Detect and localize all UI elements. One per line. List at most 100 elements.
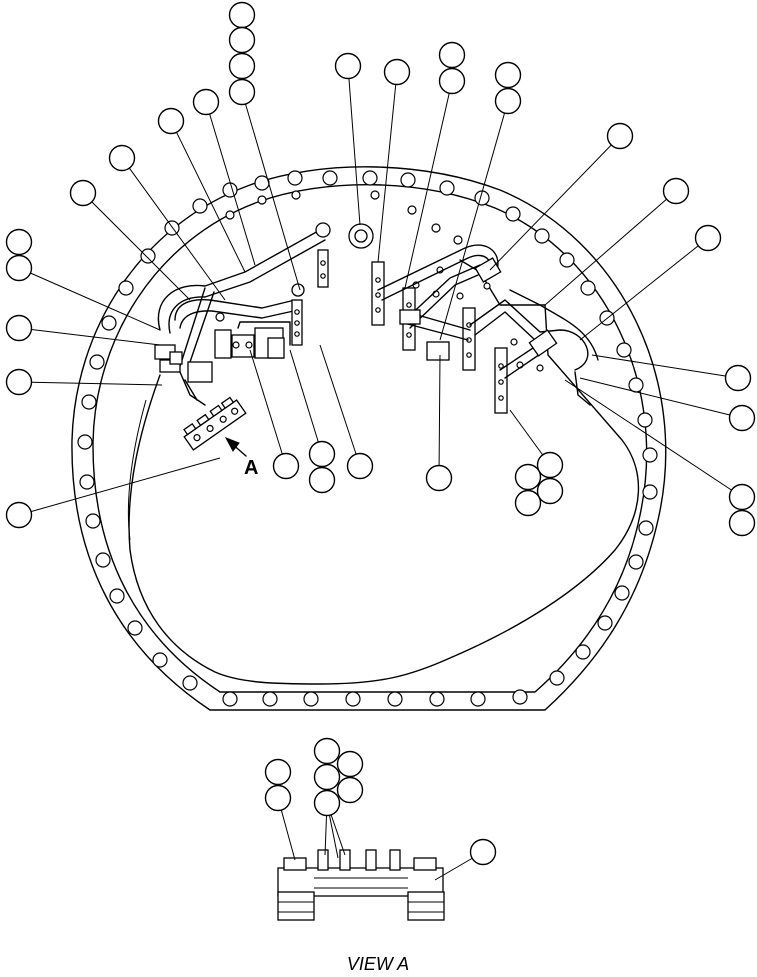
callout-balloon bbox=[694, 224, 722, 252]
bolt-hole bbox=[407, 205, 417, 215]
callout-balloon bbox=[346, 452, 374, 480]
leader-line bbox=[579, 377, 743, 419]
leader-line bbox=[377, 71, 398, 263]
bolt-hole bbox=[559, 252, 575, 268]
bolt-hole bbox=[109, 588, 125, 604]
callout-balloon bbox=[662, 177, 690, 205]
bolt-hole bbox=[101, 315, 117, 331]
bolt-hole bbox=[439, 180, 455, 196]
callout-balloon bbox=[192, 88, 220, 116]
callout-balloon bbox=[494, 87, 522, 115]
callout-balloon bbox=[308, 440, 336, 468]
callout-balloon bbox=[313, 789, 341, 817]
bolt-hole bbox=[345, 691, 361, 707]
leader-line bbox=[591, 354, 739, 379]
leader-line bbox=[404, 80, 453, 289]
leader-line bbox=[18, 457, 221, 516]
callout-balloon bbox=[228, 52, 256, 80]
view-a-caption: VIEW A bbox=[347, 954, 409, 972]
callout-balloon bbox=[5, 501, 33, 529]
bolt-hole bbox=[642, 484, 658, 500]
bolt-hole bbox=[222, 182, 238, 198]
bolt-hole bbox=[616, 342, 632, 358]
callout-balloon bbox=[728, 509, 756, 537]
terminal-posts bbox=[291, 222, 544, 414]
callout-balloon bbox=[272, 452, 300, 480]
leader-line bbox=[18, 327, 161, 346]
callout-balloon bbox=[469, 838, 497, 866]
flange-bolt-holes bbox=[77, 170, 658, 707]
callout-balloon bbox=[724, 364, 752, 392]
leader-line bbox=[121, 157, 226, 301]
leader-line bbox=[438, 354, 441, 479]
callout-balloon bbox=[536, 477, 564, 505]
leader-line bbox=[489, 135, 621, 271]
bolt-hole bbox=[118, 280, 134, 296]
callout-balloon bbox=[308, 466, 336, 494]
callout-balloon bbox=[514, 463, 542, 491]
bolt-hole bbox=[628, 377, 644, 393]
callout-balloon bbox=[5, 368, 33, 396]
bolt-hole bbox=[370, 190, 380, 200]
bolt-hole bbox=[580, 280, 596, 296]
callout-balloon bbox=[336, 750, 364, 778]
bolt-hole bbox=[642, 447, 658, 463]
view-a-detail: VIEW A bbox=[277, 849, 445, 974]
bolt-hole bbox=[512, 689, 528, 705]
bolt-hole bbox=[81, 394, 97, 410]
callout-balloon bbox=[157, 107, 185, 135]
bolt-hole bbox=[287, 170, 303, 186]
harness-right bbox=[377, 244, 599, 406]
callout-balloon bbox=[313, 737, 341, 765]
leader-line bbox=[170, 120, 246, 273]
bolt-hole bbox=[614, 585, 630, 601]
callout-balloon bbox=[425, 464, 453, 492]
bolt-hole bbox=[152, 652, 168, 668]
callout-balloon bbox=[313, 763, 341, 791]
callout-balloon bbox=[228, 26, 256, 54]
bolt-hole bbox=[597, 615, 613, 631]
leader-line bbox=[319, 344, 361, 467]
callout-balloon bbox=[69, 179, 97, 207]
callout-balloon bbox=[606, 122, 634, 150]
bolt-hole bbox=[192, 198, 208, 214]
bolt-hole bbox=[89, 354, 105, 370]
bolt-hole bbox=[322, 170, 338, 186]
callout-balloon bbox=[108, 144, 136, 172]
callout-balloon bbox=[264, 784, 292, 812]
callout-balloon bbox=[728, 483, 756, 511]
inner-plate bbox=[127, 259, 640, 685]
bolt-hole bbox=[127, 620, 143, 636]
callout-balloon bbox=[264, 758, 292, 786]
leader-line bbox=[249, 349, 287, 467]
bolt-hole bbox=[303, 691, 319, 707]
harness-left bbox=[154, 229, 326, 451]
callout-balloon bbox=[728, 404, 756, 432]
leader-lines bbox=[18, 65, 743, 881]
leader-line bbox=[564, 379, 743, 498]
bolt-hole bbox=[182, 675, 198, 691]
bolt-hole bbox=[575, 644, 591, 660]
bolt-hole bbox=[470, 691, 486, 707]
bolt-hole bbox=[257, 195, 267, 205]
callout-balloon bbox=[5, 228, 33, 256]
bolt-hole bbox=[362, 170, 378, 186]
bolt-hole bbox=[431, 223, 441, 233]
leader-line bbox=[82, 192, 191, 301]
bolt-hole bbox=[85, 513, 101, 529]
callout-balloon bbox=[514, 489, 542, 517]
bolt-hole bbox=[637, 412, 653, 428]
callout-balloon bbox=[536, 451, 564, 479]
callout-balloon bbox=[228, 1, 256, 29]
callout-balloon bbox=[334, 52, 362, 80]
bolt-hole bbox=[400, 172, 416, 188]
callout-balloon bbox=[336, 776, 364, 804]
leader-line bbox=[18, 381, 163, 386]
callout-balloon bbox=[228, 78, 256, 106]
callout-balloon bbox=[5, 314, 33, 342]
leader-line bbox=[241, 91, 301, 291]
callout-balloon bbox=[5, 254, 33, 282]
leader-line bbox=[579, 237, 709, 341]
bolt-hole bbox=[291, 190, 301, 200]
